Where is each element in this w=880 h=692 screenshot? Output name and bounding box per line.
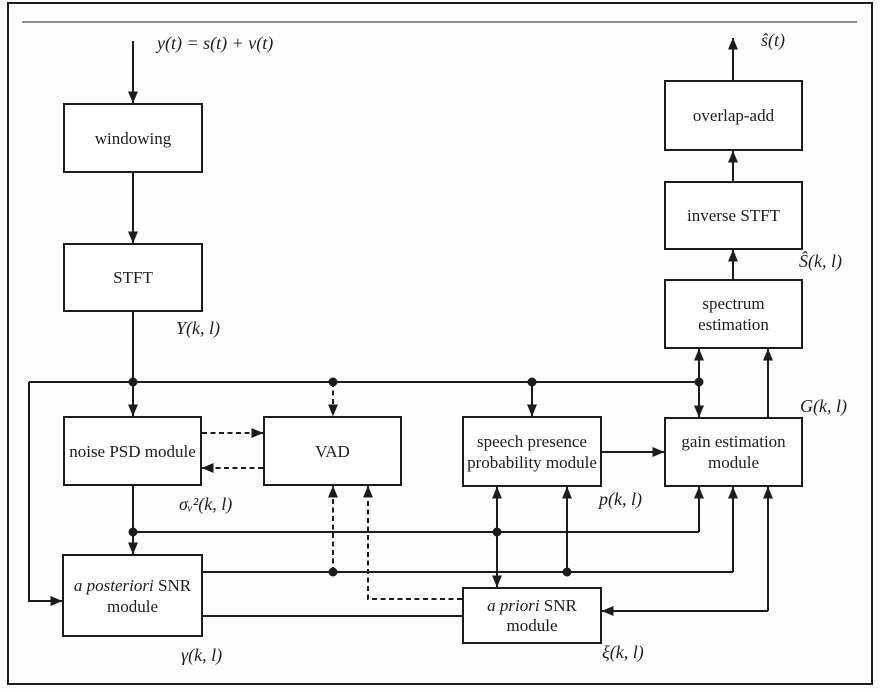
- gain-output-label: G(k, l): [800, 396, 847, 416]
- gain-estimation-module-box: gain estimation module: [664, 417, 803, 487]
- apriori-label-line2: module: [506, 615, 558, 635]
- a-priori-snr-module-box: a priori SNR module: [462, 587, 602, 644]
- aposteriori-output-label: γ(k, l): [181, 645, 223, 665]
- noise-psd-module-box: noise PSD module: [63, 416, 202, 486]
- overlap-add-box: overlap-add: [664, 80, 803, 151]
- input-signal-label: y(t) = s(t) + v(t): [157, 33, 274, 53]
- apriori-label-rest: SNR: [539, 595, 577, 615]
- noise-psd-label: noise PSD module: [69, 441, 196, 461]
- stft-output-label: Y(k, l): [176, 318, 220, 338]
- windowing-box: windowing: [63, 103, 203, 173]
- vad-box: VAD: [263, 416, 402, 486]
- aposteriori-label-line2: module: [107, 596, 158, 616]
- windowing-label: windowing: [94, 128, 172, 148]
- vad-label: VAD: [315, 441, 350, 461]
- gain-label-line1: gain estimation: [681, 432, 786, 451]
- aposteriori-label-italic: a posteriori: [73, 575, 154, 595]
- junction-dots: [128, 377, 704, 577]
- spp-label-line2: probability module: [467, 452, 597, 472]
- spectrum-estimation-box: spectrum estimation: [664, 279, 803, 349]
- spp-label-line1: speech presence: [477, 431, 587, 451]
- overlap-add-label: overlap-add: [692, 106, 775, 125]
- figure-frame: [7, 2, 873, 685]
- apriori-label-line1: a priori SNR: [487, 596, 577, 616]
- spectrum-label-line2: estimation: [698, 315, 769, 334]
- aposteriori-label-rest: SNR: [153, 575, 192, 595]
- noise-psd-output-label: σᵥ²(k, l): [179, 494, 233, 514]
- spectrum-output-label: Ŝ(k, l): [799, 251, 842, 271]
- istft-label: inverse STFT: [686, 206, 781, 225]
- gain-label-line2: module: [708, 453, 759, 472]
- stft-label: STFT: [113, 268, 153, 287]
- apriori-label-italic: a priori: [487, 595, 540, 615]
- inverse-stft-box: inverse STFT: [664, 181, 803, 250]
- spectrum-label-line1: spectrum: [702, 294, 765, 313]
- a-posteriori-snr-module-box: a posteriori SNR module: [62, 554, 203, 637]
- aposteriori-label-line1: a posteriori SNR: [74, 575, 191, 596]
- apriori-output-label: ξ(k, l): [602, 642, 644, 662]
- spp-output-label: p(k, l): [599, 489, 642, 509]
- speech-presence-probability-module-box: speech presence probability module: [462, 416, 602, 487]
- output-signal-label: ŝ(t): [761, 30, 785, 50]
- stft-box: STFT: [63, 243, 203, 312]
